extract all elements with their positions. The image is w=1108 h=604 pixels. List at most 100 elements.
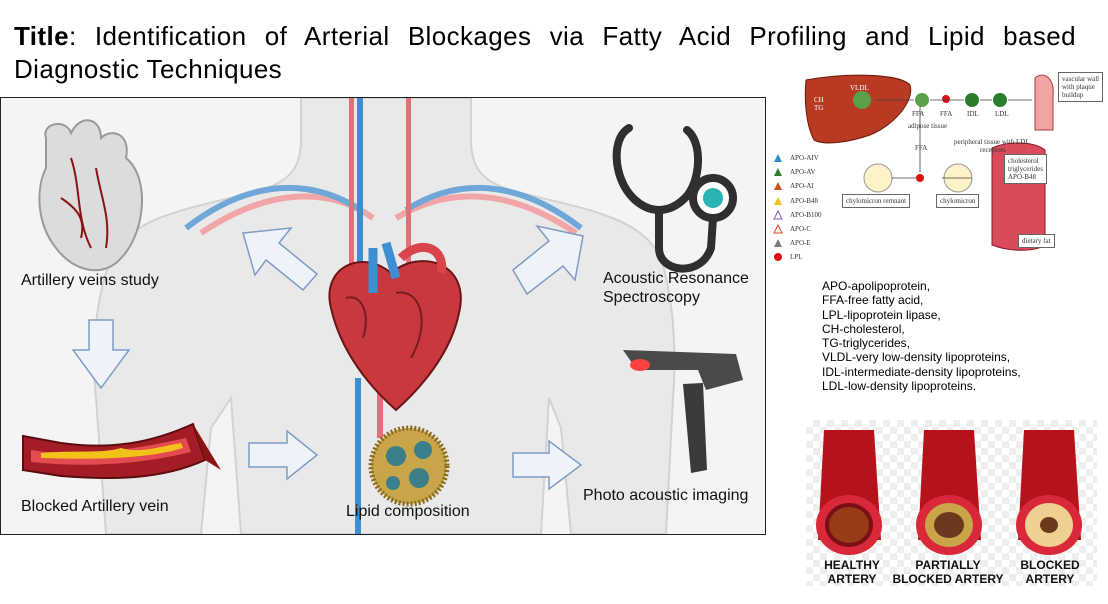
- neck-artery-right: [406, 98, 411, 288]
- diag-dietary-fat: dietary fat: [1018, 234, 1055, 248]
- artery-comparison: HEALTHY ARTERY PARTIALLY BLOCKED ARTERY …: [806, 420, 1097, 586]
- diag-vascular-line1: vascular wall: [1062, 75, 1100, 83]
- neck-vein: [357, 98, 363, 288]
- diag-vascular-line3: buildup: [1062, 91, 1084, 99]
- diag-vldl: VLDL: [850, 84, 869, 92]
- label-veins-study: Artillery veins study: [21, 272, 159, 289]
- diag-peripheral-line2: receptors: [980, 146, 1006, 154]
- legend-label: APO-E: [790, 239, 811, 248]
- descending-vein: [355, 378, 361, 534]
- partially-blocked-line2: BLOCKED ARTERY: [892, 572, 1004, 586]
- diag-ffa-2: FFA: [940, 110, 953, 118]
- abbreviation-item: LDL-low-density lipoproteins.: [822, 379, 977, 394]
- diag-peripheral-line1: peripheral tissue with LDL: [954, 138, 1030, 146]
- blocked-artery-drawing: [1016, 430, 1082, 555]
- anatomical-heart-icon: [38, 119, 143, 272]
- partially-blocked-line1: PARTIALLY: [915, 558, 981, 572]
- body-illustration: [22, 98, 743, 534]
- title-prefix: Title: [14, 21, 69, 51]
- label-acoustic-line2: Spectroscopy: [603, 289, 700, 306]
- abbreviation-item: APO-apolipoprotein,: [822, 279, 931, 293]
- abbreviations-list: APO-apolipoprotein,FFA-free fatty acid,L…: [822, 279, 1021, 393]
- chylomicron-remnant-particle: [863, 163, 893, 193]
- healthy-artery-line2: ARTERY: [827, 572, 877, 586]
- neck-artery-left: [349, 98, 354, 288]
- right-arrow-middle: [248, 429, 319, 481]
- lipid-particle-icon: [368, 425, 450, 507]
- diag-cholesterol-line2: triglycerides: [1008, 165, 1043, 173]
- legend-marker-icon: [773, 223, 783, 236]
- legend-label: APO-AI: [790, 182, 814, 191]
- healthy-artery-line1: HEALTHY: [824, 558, 880, 572]
- label-photo-acoustic: Photo acoustic imaging: [583, 487, 749, 504]
- stethoscope-icon: [612, 124, 737, 273]
- legend-marker-icon: [773, 153, 783, 165]
- abbreviation-item: CH-cholesterol,: [822, 321, 905, 336]
- blocked-artery-line1: BLOCKED: [1020, 558, 1080, 572]
- diag-chylomicron-remnant: chylomicron remnant: [842, 194, 911, 208]
- lpl-dot-2: [916, 174, 924, 182]
- vein-left-branch: [184, 184, 363, 231]
- label-acoustic-line1: Acoustic Resonance: [603, 270, 749, 287]
- abbreviation-item: VLDL-very low-density lipoproteins,: [822, 350, 1011, 365]
- diag-chylomicron: chylomicron: [936, 194, 980, 208]
- legend-marker-icon: [773, 209, 783, 222]
- healthy-artery-label: HEALTHY ARTERY: [814, 558, 890, 586]
- vldl-particle: [853, 91, 871, 109]
- diag-adipose: adipose tissue: [908, 122, 948, 130]
- diag-idl: IDL: [967, 110, 979, 118]
- abbreviation-item: IDL-intermediate-density lipoproteins,: [822, 364, 1021, 379]
- descending-artery: [377, 378, 383, 438]
- abbreviation-item: TG-triglycerides,: [822, 336, 911, 351]
- blocked-vessel-icon: [22, 422, 221, 480]
- healthy-artery-drawing: [816, 430, 882, 555]
- abbreviation-item: FFA-free fatty acid,: [822, 293, 924, 308]
- blocked-artery-label: BLOCKED ARTERY: [1012, 558, 1088, 586]
- page-title: Title: Identification of Arterial Blocka…: [14, 21, 1077, 84]
- legend-marker-icon: [773, 196, 783, 208]
- legend-marker-icon: [773, 167, 783, 179]
- up-right-arrow: [512, 224, 584, 296]
- main-illustration-panel: Artillery veins study Blocked Artillery …: [0, 97, 766, 535]
- vein-right-branch: [404, 184, 583, 231]
- label-blocked-vein: Blocked Artillery vein: [21, 498, 169, 515]
- artery-right-branch: [394, 193, 578, 236]
- diag-ffa-1: FFA: [912, 110, 925, 118]
- diag-cholesterol-box: cholesterol triglycerides APO-B48: [1004, 154, 1047, 184]
- title-text: Identification of Arterial Blockages via…: [14, 21, 1077, 84]
- liver-shape: [804, 74, 912, 144]
- legend-label: APO-B100: [790, 210, 822, 219]
- diag-cholesterol-line1: cholesterol: [1008, 157, 1039, 165]
- lipid-metabolism-diagram: CH TG VLDL FFA FFA FFA IDL LDL adipose t…: [770, 70, 1104, 260]
- diag-cholesterol-line3: APO-B48: [1008, 173, 1037, 181]
- ldl-particle: [993, 93, 1007, 107]
- right-arrow-lower: [512, 439, 583, 491]
- legend-marker-icon: [773, 238, 783, 250]
- legend-label: APO-B48: [790, 196, 819, 205]
- ffa-particle: [915, 93, 929, 107]
- diag-ffa-3: FFA: [915, 144, 928, 152]
- legend-label: APO-C: [790, 225, 812, 233]
- legend-marker-icon: [773, 181, 783, 193]
- blocked-artery-line2: ARTERY: [1025, 572, 1075, 586]
- artery-drawings: [816, 430, 1082, 555]
- idl-particle: [965, 93, 979, 107]
- vascular-wall-drawing: [1034, 74, 1054, 131]
- handheld-scanner-icon: [623, 350, 743, 473]
- up-left-arrow: [242, 227, 319, 292]
- diag-ch: CH: [814, 96, 824, 104]
- abbreviation-item: LPL-lipoprotein lipase,: [822, 307, 941, 322]
- legend-marker-icon: [773, 252, 783, 264]
- partially-blocked-artery-drawing: [916, 430, 982, 555]
- diag-vascular-line2: with plaque: [1062, 83, 1095, 91]
- legend-label: APO-AIV: [790, 154, 819, 162]
- central-heart: [328, 241, 462, 412]
- lpl-dot-1: [942, 95, 950, 103]
- legend-label: APO-AV: [790, 168, 816, 177]
- diag-tg: TG: [814, 104, 824, 112]
- legend-label: LPL: [790, 253, 803, 262]
- diagram-arrows: [874, 99, 1032, 179]
- label-lipid-composition: Lipid composition: [346, 503, 470, 520]
- partially-blocked-artery-label: PARTIALLY BLOCKED ARTERY: [888, 558, 1008, 586]
- down-arrow: [71, 319, 131, 390]
